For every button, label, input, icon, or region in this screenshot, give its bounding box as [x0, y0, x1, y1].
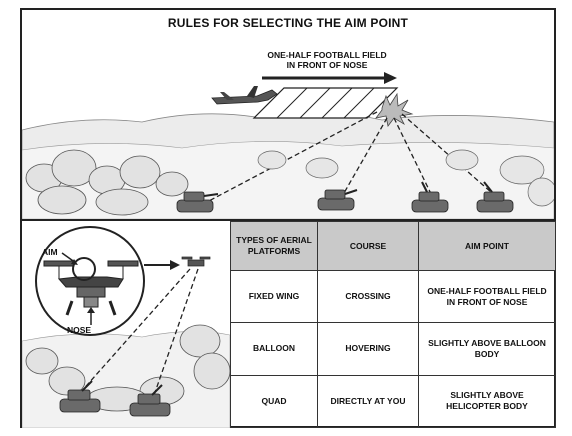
lead-zone-icon — [252, 87, 399, 119]
fixed-wing-scene — [22, 72, 554, 219]
tree-cluster-mid — [257, 149, 554, 207]
tank-icon — [176, 191, 219, 213]
header-course: COURSE — [317, 221, 419, 271]
aim-callout: AIM — [42, 247, 58, 257]
tank-icon — [411, 181, 449, 213]
small-quad-icon — [181, 256, 211, 267]
table-header-row: TYPES OF AERIAL PLATFORMS COURSE AIM POI… — [230, 221, 556, 271]
aim-circle — [72, 257, 96, 281]
cell-course: CROSSING — [317, 269, 419, 324]
table-row: QUAD DIRECTLY AT YOU SLIGHTLY ABOVE HELI… — [230, 374, 556, 429]
cell-aim-point: ONE-HALF FOOTBALL FIELD IN FRONT OF NOSE — [418, 269, 556, 324]
direction-arrow-icon — [262, 72, 397, 84]
table-row: BALLOON HOVERING SLIGHTLY ABOVE BALLOON … — [230, 322, 556, 376]
fixed-wing-drone-icon — [211, 86, 278, 105]
quadcopter-icon — [43, 260, 139, 316]
sight-lines — [79, 268, 199, 402]
tank-icon — [59, 380, 101, 413]
burst-icon — [375, 92, 414, 127]
aim-point-figure: RULES FOR SELECTING THE AIM POINT ONE-HA… — [20, 8, 556, 429]
cell-course: HOVERING — [317, 322, 419, 376]
quad-scene — [22, 226, 230, 428]
tank-icon — [476, 181, 514, 213]
aim-point-table: TYPES OF AERIAL PLATFORMS COURSE AIM POI… — [230, 221, 556, 429]
lead-distance-label: ONE-HALF FOOTBALL FIELD IN FRONT OF NOSE — [267, 50, 387, 70]
cell-aim-point: SLIGHTLY ABOVE BALLOON BODY — [418, 322, 556, 376]
header-aim-point: AIM POINT — [418, 221, 556, 271]
nose-callout: NOSE — [67, 325, 92, 335]
tank-icon — [317, 189, 358, 211]
cell-platform: BALLOON — [230, 322, 318, 376]
cell-platform: QUAD — [230, 374, 318, 429]
figure-title: RULES FOR SELECTING THE AIM POINT — [167, 16, 409, 30]
cell-course: DIRECTLY AT YOU — [317, 374, 419, 429]
header-platform: TYPES OF AERIAL PLATFORMS — [230, 221, 318, 271]
panel-divider — [22, 219, 554, 221]
table-row: FIXED WING CROSSING ONE-HALF FOOTBALL FI… — [230, 269, 556, 324]
tank-icon — [129, 384, 171, 417]
cell-aim-point: SLIGHTLY ABOVE HELICOPTER BODY — [418, 374, 556, 429]
cell-platform: FIXED WING — [230, 269, 318, 324]
tree-cluster-left — [25, 149, 189, 216]
